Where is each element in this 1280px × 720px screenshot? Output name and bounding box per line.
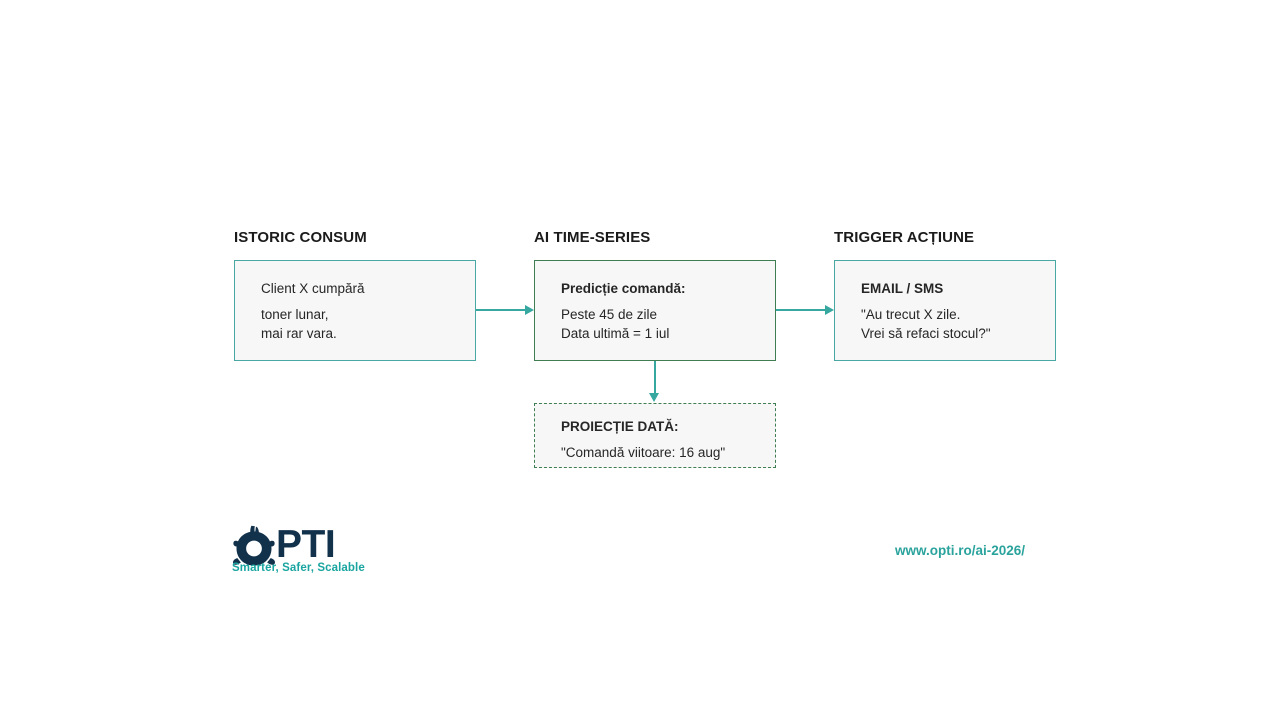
column-heading-ai-time-series: AI TIME-SERIES bbox=[534, 229, 651, 246]
footer-site-url[interactable]: www.opti.ro/ai-2026/ bbox=[895, 543, 1026, 558]
opti-logo-tagline: Smarter, Safer, Scalable bbox=[232, 562, 365, 574]
opti-logo: PTI Smarter, Safer, Scalable bbox=[232, 524, 382, 582]
node-proiectie-data: PROIECȚIE DATĂ: "Comandă viitoare: 16 au… bbox=[534, 403, 776, 468]
node-proiectie-title: PROIECȚIE DATĂ: bbox=[561, 419, 679, 434]
node-ai-line-1: Peste 45 de zile bbox=[561, 307, 658, 323]
column-heading-trigger-actiune: TRIGGER ACȚIUNE bbox=[834, 229, 975, 246]
node-istoric-consum: Client X cumpără toner lunar, mai rar va… bbox=[234, 260, 476, 361]
connector-ai-to-proiectie-line bbox=[654, 361, 656, 394]
node-ai-title: Predicție comandă: bbox=[561, 281, 686, 296]
connector-ai-to-trigger-line bbox=[776, 309, 825, 311]
opti-logo-wordmark: PTI bbox=[276, 523, 336, 566]
connector-ai-to-proiectie-arrowhead-icon bbox=[649, 393, 659, 402]
node-trigger-line-1: "Au trecut X zile. bbox=[861, 307, 961, 323]
node-trigger-line-2: Vrei să refaci stocul?" bbox=[861, 326, 991, 342]
node-trigger-email-sms: EMAIL / SMS "Au trecut X zile. Vrei să r… bbox=[834, 260, 1056, 361]
column-heading-istoric-consum: ISTORIC CONSUM bbox=[234, 229, 367, 246]
opti-logo-mark-icon bbox=[233, 525, 275, 566]
node-proiectie-line-1: "Comandă viitoare: 16 aug" bbox=[561, 445, 726, 461]
node-istoric-line-3: mai rar vara. bbox=[261, 326, 337, 342]
node-ai-time-series: Predicție comandă: Peste 45 de zile Data… bbox=[534, 260, 776, 361]
node-trigger-title: EMAIL / SMS bbox=[861, 281, 944, 296]
node-istoric-line-1: Client X cumpără bbox=[261, 281, 365, 296]
connector-istoric-to-ai-arrowhead-icon bbox=[525, 305, 534, 315]
node-istoric-line-2: toner lunar, bbox=[261, 307, 329, 323]
node-ai-line-2: Data ultimă = 1 iul bbox=[561, 326, 670, 342]
connector-ai-to-trigger-arrowhead-icon bbox=[825, 305, 834, 315]
connector-istoric-to-ai-line bbox=[476, 309, 525, 311]
